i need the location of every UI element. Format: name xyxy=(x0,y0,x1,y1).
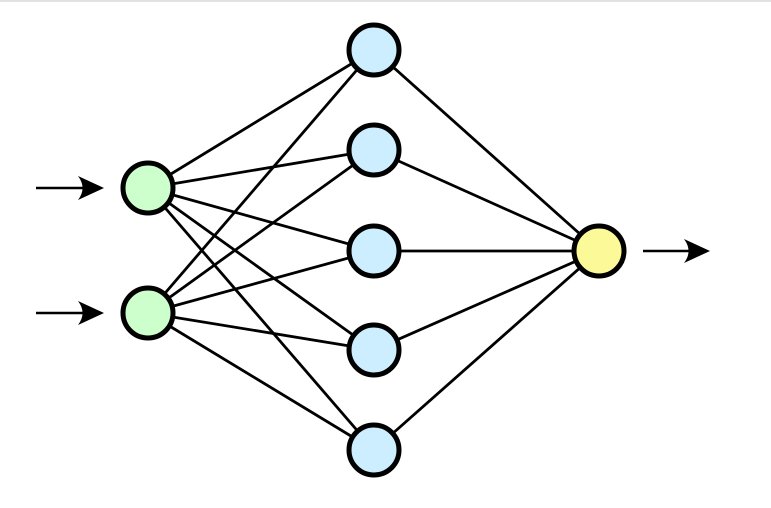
hidden-node-h5 xyxy=(346,422,402,478)
input-node-i1 xyxy=(120,160,176,216)
edge-h2-o1 xyxy=(373,148,600,253)
edge-i2-h1 xyxy=(146,49,376,314)
hidden-node-h2 xyxy=(346,122,402,178)
edge-i1-h1 xyxy=(147,48,375,190)
edge-i1-h5 xyxy=(146,187,376,451)
edge-i2-h3 xyxy=(147,249,375,315)
edge-i1-h2 xyxy=(147,148,375,190)
input-arrow-2-head xyxy=(78,301,104,325)
edge-i1-h4 xyxy=(147,186,375,352)
top-border-line xyxy=(0,0,771,2)
edge-i2-h2 xyxy=(147,148,375,315)
edge-i2-h4 xyxy=(147,311,375,352)
output-arrow-head xyxy=(684,239,710,263)
edge-h5-o1 xyxy=(373,249,600,452)
output-node-o1 xyxy=(571,223,627,279)
input-arrow-1-head xyxy=(78,176,104,200)
hidden-node-h1 xyxy=(346,22,402,78)
edge-i2-h5 xyxy=(147,311,375,452)
edge-h1-o1 xyxy=(373,48,600,253)
hidden-node-h4 xyxy=(346,322,402,378)
edge-i1-h3 xyxy=(147,186,375,253)
hidden-node-h3 xyxy=(346,223,402,279)
input-node-i2 xyxy=(120,285,176,341)
edge-h4-o1 xyxy=(373,249,600,352)
